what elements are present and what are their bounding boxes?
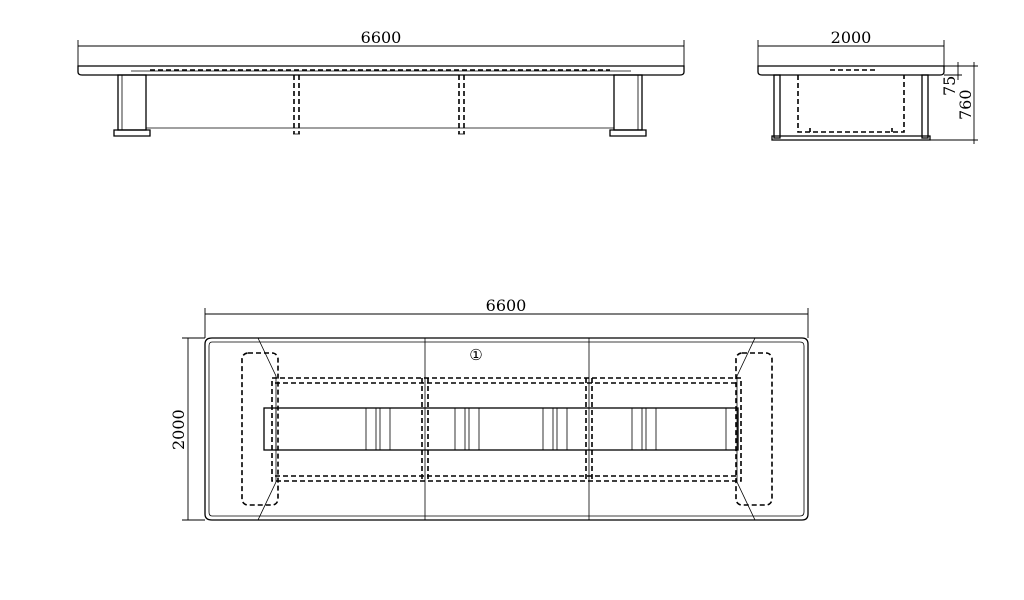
plan-hidden-frame xyxy=(271,377,742,482)
front-elevation: 6600 xyxy=(77,28,685,137)
front-width-dimension: 6600 xyxy=(77,28,685,66)
side-width-dimension: 2000 xyxy=(757,28,945,66)
plan-depth-dimension: 2000 xyxy=(169,337,205,521)
plan-width-dimension: 6600 xyxy=(204,296,809,338)
front-hidden-support-right xyxy=(458,75,465,135)
plan-cable-tray xyxy=(263,407,739,451)
top-thickness-label: 75 xyxy=(940,76,959,96)
front-tabletop xyxy=(77,65,685,76)
part-marker: ① xyxy=(469,346,482,364)
side-hidden-frame xyxy=(797,75,905,133)
plan-width-label: 6600 xyxy=(486,296,527,315)
front-left-leg xyxy=(113,74,151,137)
height-label: 760 xyxy=(956,89,975,120)
front-right-leg xyxy=(609,74,647,137)
plan-depth-label: 2000 xyxy=(169,409,188,450)
plan-hidden-leg-left xyxy=(241,352,279,506)
side-elevation: 2000 75 760 xyxy=(757,28,978,144)
plan-tabletop-outline xyxy=(204,337,809,521)
front-width-label: 6600 xyxy=(361,28,402,47)
plan-hidden-leg-right xyxy=(735,352,773,506)
side-width-label: 2000 xyxy=(831,28,872,47)
front-hidden-support-left xyxy=(293,75,300,135)
side-height-dimensions: 75 760 xyxy=(930,62,978,144)
plan-view: 6600 2000 xyxy=(169,296,809,521)
side-tabletop xyxy=(757,65,945,76)
